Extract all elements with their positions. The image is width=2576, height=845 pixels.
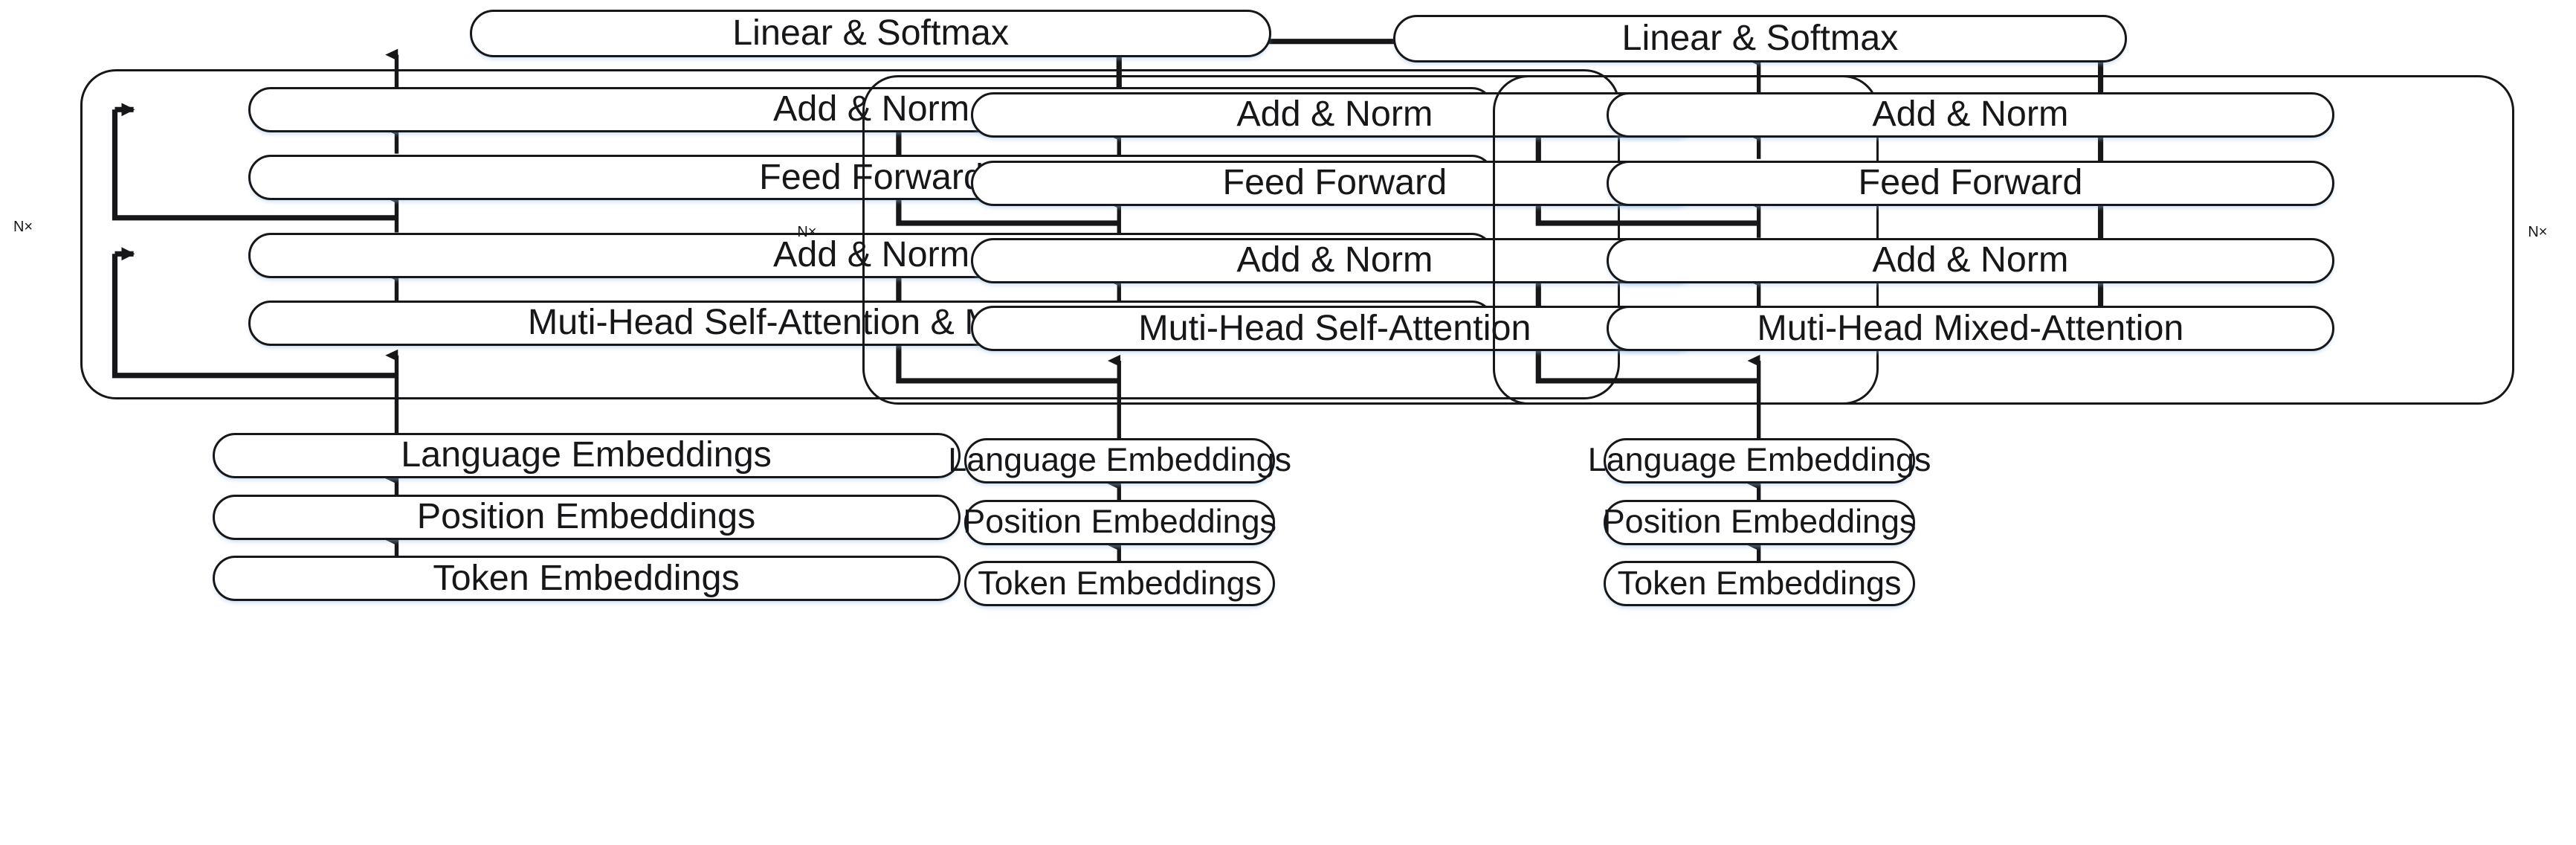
panel-a-token-embeddings-label: Token Embeddings [433, 557, 740, 598]
panel-b-left-add-norm-top-label: Add & Norm [1236, 94, 1433, 135]
panel-b-right-mixed-attention-label: Muti-Head Mixed-Attention [1757, 307, 2184, 348]
panel-a-add-norm-bottom-label: Add & Norm [773, 234, 970, 274]
panel-b-left-token-embeddings-label: Token Embeddings [978, 563, 1262, 602]
panel-a-language-embeddings[interactable]: Language Embeddings [212, 432, 961, 479]
panel-b-right-token-embeddings-label: Token Embeddings [1617, 563, 1902, 602]
panel-b-right-feed-forward[interactable]: Feed Forward [1606, 160, 2334, 206]
panel-a-encoder-stack [80, 69, 1620, 400]
panel-b-right-language-embeddings-label: Language Embeddings [1587, 440, 1931, 479]
panel-a-position-embeddings[interactable]: Position Embeddings [212, 494, 961, 540]
panel-b-left-token-embeddings[interactable]: Token Embeddings [963, 561, 1276, 607]
panel-a-linear-softmax[interactable]: Linear & Softmax [470, 9, 1272, 58]
panel-b-right-add-norm-top-label: Add & Norm [1872, 94, 2069, 135]
panel-b-right-decoder-stack [1493, 74, 2515, 405]
panel-b-right-linear-softmax-label: Linear & Softmax [1621, 17, 1899, 58]
panel-b-right-language-embeddings[interactable]: Language Embeddings [1588, 438, 1931, 484]
panel-a-repeat-label: N× [13, 218, 33, 235]
panel-b-right-add-norm-top[interactable]: Add & Norm [1606, 91, 2334, 138]
panel-b-right-position-embeddings-label: Position Embeddings [1602, 501, 1917, 540]
panel-b-left-position-embeddings-label: Position Embeddings [963, 501, 1277, 540]
panel-b-right-token-embeddings[interactable]: Token Embeddings [1604, 561, 1915, 607]
panel-b-right-linear-softmax[interactable]: Linear & Softmax [1392, 14, 2128, 63]
panel-b-right-add-norm-bottom-label: Add & Norm [1872, 240, 2069, 280]
panel-b-left-feed-forward[interactable]: Feed Forward [970, 160, 1699, 206]
panel-a-position-embeddings-label: Position Embeddings [416, 495, 756, 536]
panel-a-feed-forward-label: Feed Forward [759, 156, 984, 197]
panel-b-left-self-attention[interactable]: Muti-Head Self-Attention [970, 306, 1699, 352]
panel-b-right-add-norm-bottom[interactable]: Add & Norm [1606, 237, 2334, 283]
panel-a-linear-softmax-label: Linear & Softmax [732, 12, 1010, 53]
panel-b-left-repeat-label: N× [797, 223, 817, 240]
panel-b-left-add-norm-bottom-label: Add & Norm [1236, 240, 1433, 280]
panel-a-token-embeddings[interactable]: Token Embeddings [212, 556, 961, 602]
panel-b-right-mixed-attention[interactable]: Muti-Head Mixed-Attention [1606, 306, 2334, 352]
panel-b-left-self-attention-label: Muti-Head Self-Attention [1138, 307, 1531, 348]
panel-b-right-repeat-label: N× [2528, 223, 2548, 240]
panel-b-left-language-embeddings[interactable]: Language Embeddings [948, 438, 1291, 484]
panel-b-left-add-norm-top[interactable]: Add & Norm [970, 91, 1699, 138]
panel-b-left-position-embeddings[interactable]: Position Embeddings [963, 499, 1277, 545]
panel-a-language-embeddings-label: Language Embeddings [401, 434, 772, 475]
panel-b-left-language-embeddings-label: Language Embeddings [948, 440, 1292, 479]
panel-b-right-position-embeddings[interactable]: Position Embeddings [1602, 499, 1917, 545]
panel-b-left-add-norm-bottom[interactable]: Add & Norm [970, 237, 1699, 283]
panel-b-left-feed-forward-label: Feed Forward [1222, 161, 1447, 202]
panel-b-right-feed-forward-label: Feed Forward [1858, 161, 2083, 202]
